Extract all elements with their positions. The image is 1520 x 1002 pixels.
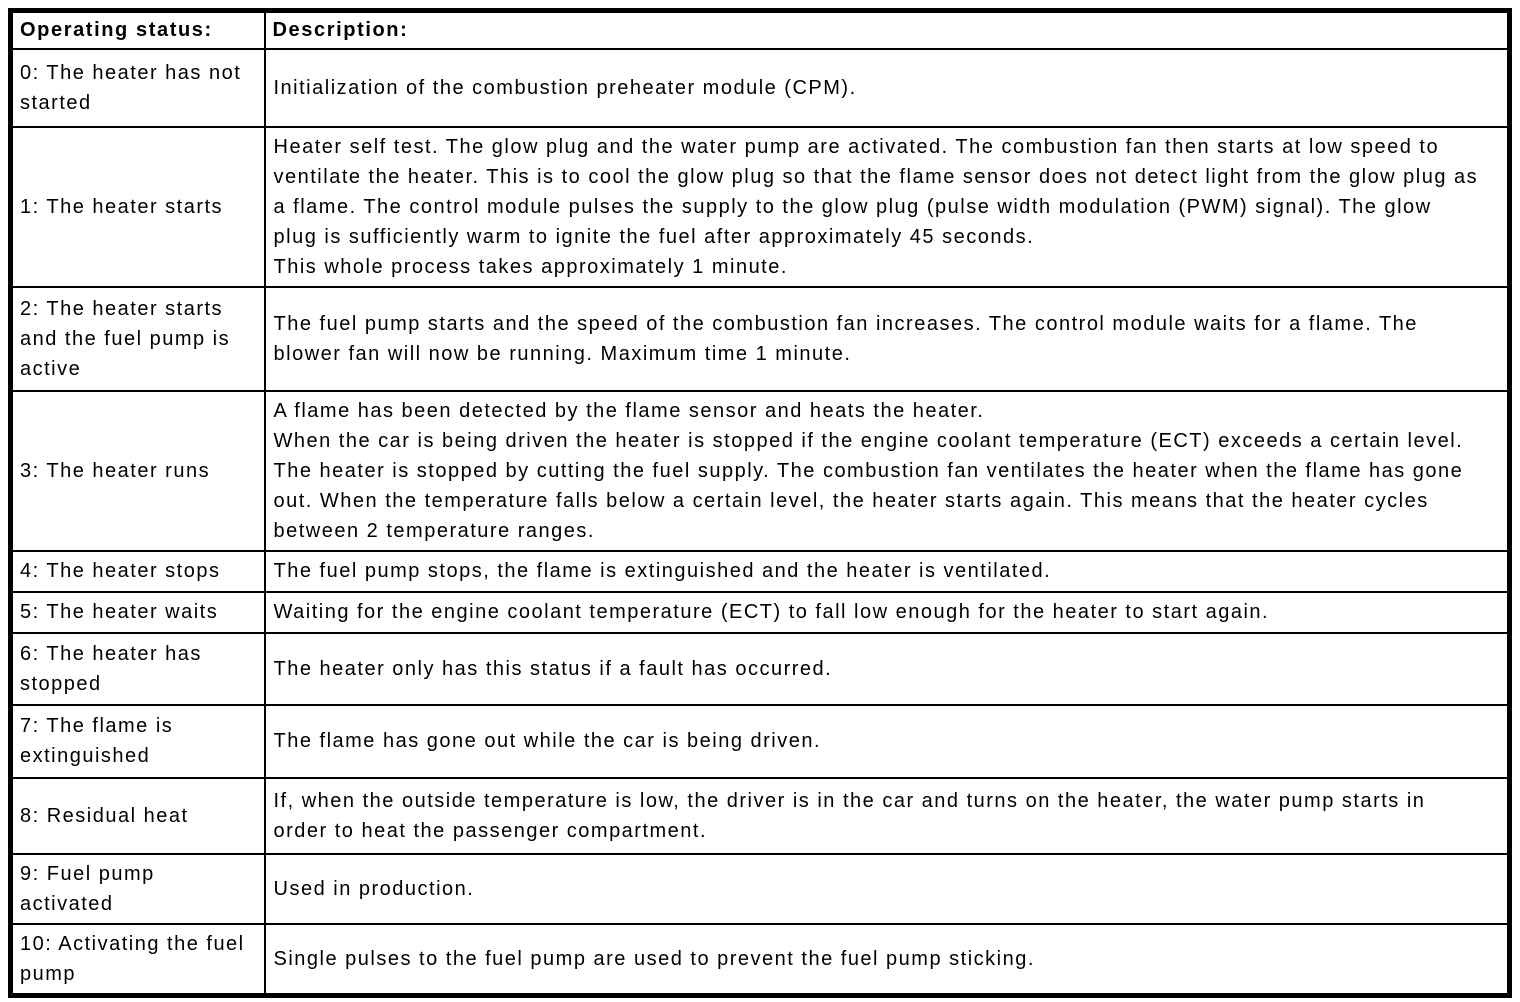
description-cell: Used in production. <box>263 852 1511 925</box>
table-row-status-4: 4: The heater stops The fuel pump stops,… <box>9 549 1511 593</box>
operating-status-table: Operating status: Description: 0: The he… <box>8 8 1512 998</box>
status-cell: 8: Residual heat <box>9 776 266 855</box>
table-header-row: Operating status: Description: <box>9 9 1511 50</box>
description-cell: The fuel pump starts and the speed of th… <box>263 285 1511 392</box>
table-row-status-2: 2: The heater starts and the fuel pump i… <box>9 285 1511 392</box>
table-row-status-3: 3: The heater runs A flame has been dete… <box>9 389 1511 552</box>
table-row-status-10: 10: Activating the fuel pump Single puls… <box>9 922 1511 997</box>
description-cell: A flame has been detected by the flame s… <box>263 389 1511 552</box>
table-row-status-0: 0: The heater has not started Initializa… <box>9 47 1511 128</box>
status-cell: 10: Activating the fuel pump <box>9 922 266 997</box>
column-header-description: Description: <box>263 9 1511 50</box>
table-row-status-6: 6: The heater has stopped The heater onl… <box>9 631 1511 706</box>
description-cell: The heater only has this status if a fau… <box>263 631 1511 706</box>
table-row-status-1: 1: The heater starts Heater self test. T… <box>9 125 1511 288</box>
status-cell: 0: The heater has not started <box>9 47 266 128</box>
description-cell: If, when the outside temperature is low,… <box>263 776 1511 855</box>
description-cell: Initialization of the combustion preheat… <box>263 47 1511 128</box>
status-cell: 5: The heater waits <box>9 590 266 634</box>
status-cell: 6: The heater has stopped <box>9 631 266 706</box>
table-row-status-7: 7: The flame is extinguished The flame h… <box>9 703 1511 779</box>
column-header-operating-status: Operating status: <box>9 9 266 50</box>
status-cell: 9: Fuel pump activated <box>9 852 266 925</box>
status-cell: 1: The heater starts <box>9 125 266 288</box>
table-row-status-5: 5: The heater waits Waiting for the engi… <box>9 590 1511 634</box>
description-cell: The fuel pump stops, the flame is exting… <box>263 549 1511 593</box>
status-cell: 7: The flame is extinguished <box>9 703 266 779</box>
status-cell: 3: The heater runs <box>9 389 266 552</box>
description-cell: Waiting for the engine coolant temperatu… <box>263 590 1511 634</box>
description-cell: Heater self test. The glow plug and the … <box>263 125 1511 288</box>
table-row-status-8: 8: Residual heat If, when the outside te… <box>9 776 1511 855</box>
status-cell: 2: The heater starts and the fuel pump i… <box>9 285 266 392</box>
description-cell: Single pulses to the fuel pump are used … <box>263 922 1511 997</box>
description-cell: The flame has gone out while the car is … <box>263 703 1511 779</box>
table-row-status-9: 9: Fuel pump activated Used in productio… <box>9 852 1511 925</box>
status-cell: 4: The heater stops <box>9 549 266 593</box>
